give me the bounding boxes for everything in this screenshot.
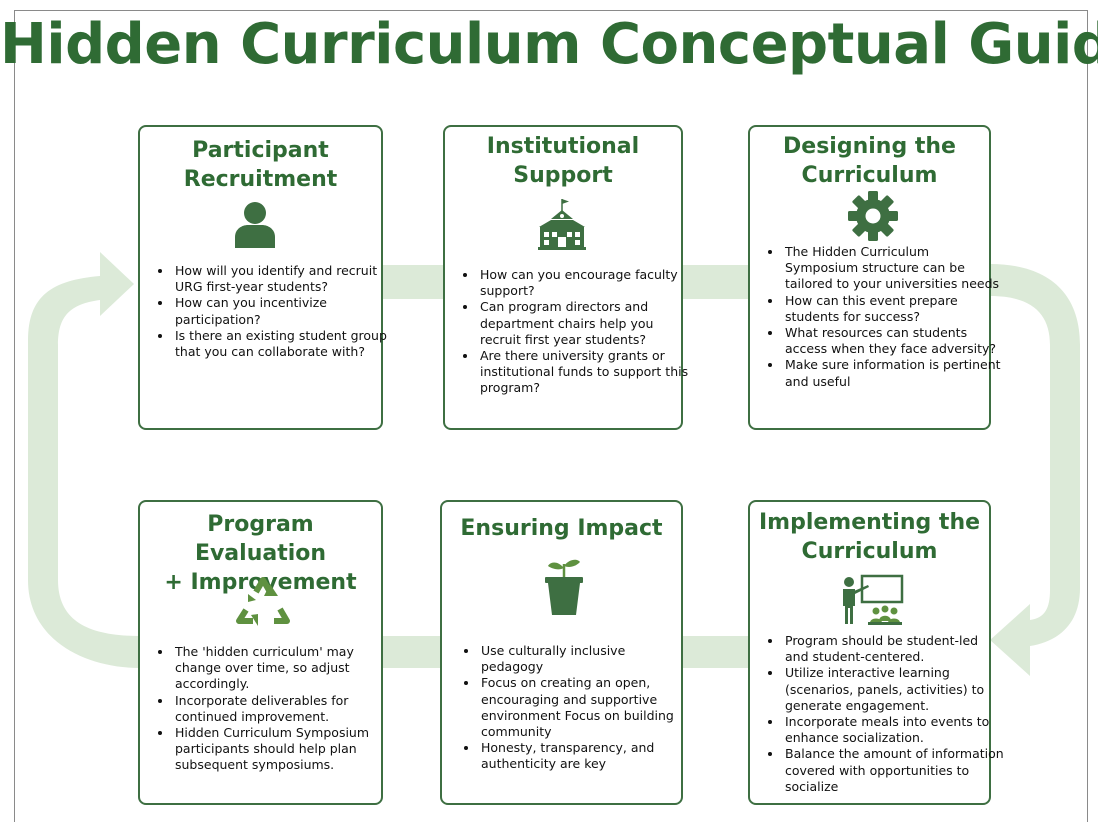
card-title-line-1: Designing the: [783, 134, 956, 159]
bullet-item: Hidden Curriculum Symposium participants…: [173, 725, 389, 774]
bullet-item: Honesty, transparency, and authenticity …: [479, 740, 689, 772]
bullet-list: How will you identify and recruit URG fi…: [154, 263, 389, 360]
card-title-line-1: Ensuring Impact: [460, 516, 663, 541]
bullet-item: Are there university grants or instituti…: [478, 348, 690, 397]
bullet-item: Use culturally inclusive pedagogy: [479, 643, 689, 675]
card-title-line-2: Curriculum: [801, 163, 938, 188]
card-title-line-1: Participant: [192, 138, 329, 163]
bullet-item: How can this event prepare students for …: [783, 293, 1005, 325]
connector-top-right: [682, 265, 750, 299]
right-loop-arrow: [990, 264, 1080, 676]
card-title: Program Evaluation + Improvement: [140, 510, 381, 597]
card-designing-curriculum: Designing the Curriculum The Hidden Curr…: [748, 125, 1001, 430]
bullet-item: Is there an existing student group that …: [173, 328, 389, 360]
connector-top-left: [380, 265, 446, 299]
bullet-item: How can you incentivize participation?: [173, 295, 389, 327]
bullet-item: The Hidden Curriculum Symposium structur…: [783, 244, 1005, 293]
recycle-icon: [236, 577, 290, 626]
card-title: Implementing the Curriculum: [750, 508, 989, 566]
card-title: Institutional Support: [445, 132, 681, 190]
bullet-item: Incorporate deliverables for continued i…: [173, 693, 389, 725]
card-title-line-1: Institutional: [486, 134, 640, 159]
card-title-line-2: Support: [513, 163, 613, 188]
bullet-item: Program should be student-led and studen…: [783, 633, 1005, 665]
card-ensuring-impact: Ensuring Impact Use culturally inclusive…: [440, 500, 683, 805]
card-program-evaluation: Program Evaluation + Improvement The 'hi…: [138, 500, 383, 805]
card-title: Designing the Curriculum: [750, 132, 989, 190]
card-title-line-1: Implementing the: [758, 510, 981, 535]
card-title: Ensuring Impact: [442, 514, 681, 543]
bullet-list: How can you encourage faculty support? C…: [459, 267, 690, 397]
card-participant-recruitment: Participant Recruitment How will you ide…: [138, 125, 387, 430]
card-title-line-1: Program Evaluation: [194, 512, 327, 566]
bullet-item: How can you encourage faculty support?: [478, 267, 690, 299]
bullet-item: How will you identify and recruit URG fi…: [173, 263, 389, 295]
bullet-list: Use culturally inclusive pedagogy Focus …: [460, 643, 689, 773]
person-icon: [235, 202, 275, 248]
left-loop-arrow: [28, 252, 140, 668]
card-institutional-support: Institutional Support How can you encour…: [443, 125, 688, 430]
bullet-item: Focus on creating an open, encouraging a…: [479, 675, 689, 740]
gear-icon: [848, 191, 898, 241]
bullet-item: What resources can students access when …: [783, 325, 1005, 357]
page-title: Hidden Curriculum Conceptual Guide: [0, 12, 1098, 77]
bullet-list: The 'hidden curriculum' may change over …: [154, 644, 389, 774]
connector-bottom-left: [380, 636, 442, 668]
bullet-item: Balance the amount of information covere…: [783, 746, 1005, 795]
bullet-item: Make sure information is pertinent and u…: [783, 357, 1005, 389]
teacher-at-board-icon: [843, 574, 904, 625]
bullet-item: Can program directors and department cha…: [478, 299, 690, 348]
bullet-item: Incorporate meals into events to enhance…: [783, 714, 1005, 746]
card-title: Participant Recruitment: [140, 136, 381, 194]
bullet-list: Program should be student-led and studen…: [764, 633, 1005, 795]
bullet-item: The 'hidden curriculum' may change over …: [173, 644, 389, 693]
bullet-item: Utilize interactive learning (scenarios,…: [783, 665, 1005, 714]
bullet-list: The Hidden Curriculum Symposium structur…: [764, 244, 1005, 390]
card-title-line-2: Curriculum: [801, 539, 938, 564]
card-implementing-curriculum: Implementing the Curriculum Program shou…: [748, 500, 1004, 805]
potted-plant-icon: [545, 559, 583, 615]
card-title-line-2: Recruitment: [183, 167, 338, 192]
connector-bottom-right: [682, 636, 750, 668]
school-building-icon: [538, 199, 586, 250]
figure-frame: [14, 10, 1088, 822]
